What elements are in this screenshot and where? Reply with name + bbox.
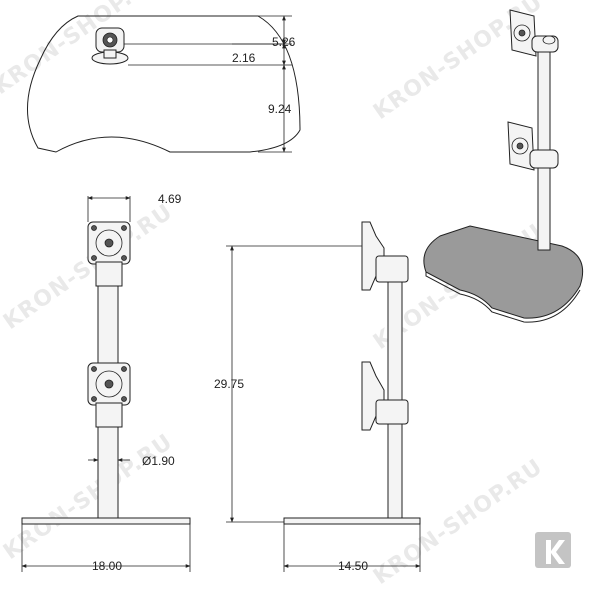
dim-pole-diameter: Ø1.90 [142,454,175,468]
front-view: 4.69 Ø1.90 18.00 [21,192,191,573]
dim-pole-height: 29.75 [214,377,244,391]
isometric-view [423,9,584,323]
dim-base-side-depth: 14.50 [338,559,368,573]
dim-top-height: 5.26 [272,35,296,49]
side-view: 29.75 14.50 [214,221,421,573]
watermark-5: KRON-SHOP.RU [0,429,178,564]
dim-base-depth: 9.24 [268,102,292,116]
dim-plate-width: 4.69 [158,192,182,206]
brand-logo [535,532,571,568]
dim-base-width: 18.00 [92,559,122,573]
dim-top-offset: 2.16 [232,51,256,65]
watermark-1: KRON-SHOP.RU [0,0,168,100]
top-view: 5.26 2.16 9.24 [27,15,301,153]
watermark-3: KRON-SHOP.RU [0,199,178,334]
